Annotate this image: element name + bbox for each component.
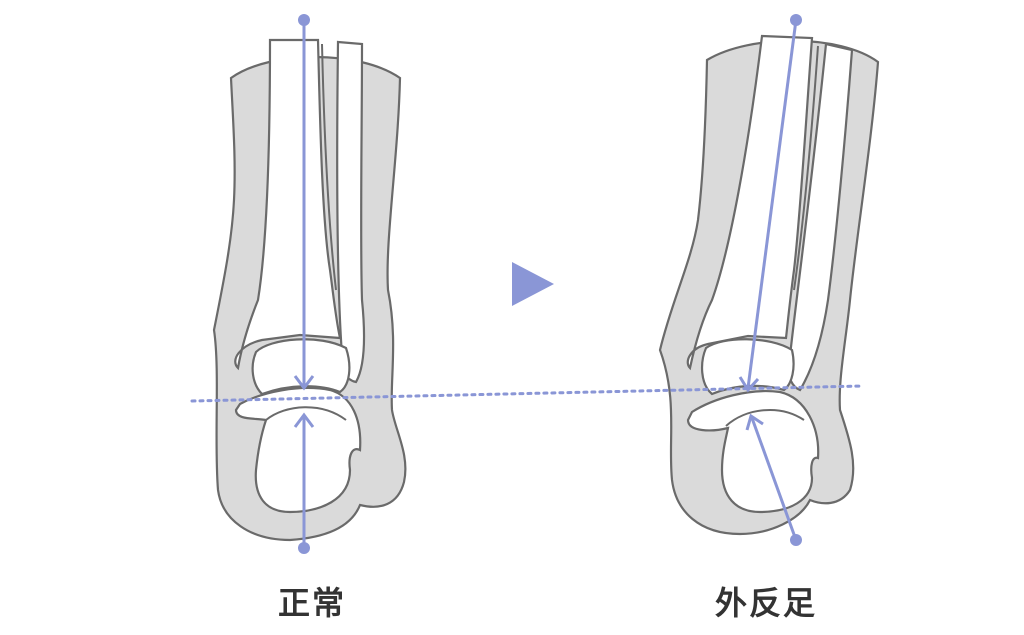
valgus-heel-axis-dot [790, 534, 802, 546]
valgus-tibia-axis-dot [790, 14, 802, 26]
right-triangle-arrow-icon [512, 262, 554, 306]
normal-tibia-axis-dot [298, 14, 310, 26]
valgus-tibia-axis-line [746, 19, 798, 389]
normal-label: 正常 [277, 584, 346, 622]
valgus-label: 外反足 [714, 584, 817, 622]
valgus-calcaneus [686, 390, 820, 514]
valgus-tibia-axis-arrowhead [738, 376, 760, 393]
normal-heel-axis-arrowhead [293, 412, 315, 428]
valgus-talus [700, 338, 795, 396]
normal-axis [293, 14, 315, 554]
valgus-axis [738, 14, 802, 546]
valgus-heel-axis-arrowhead [745, 413, 764, 431]
normal-fibula [336, 40, 366, 384]
normal-tibia-axis-arrowhead [293, 375, 315, 391]
valgus-ankle-illustration [658, 34, 880, 536]
joint-level-dotted-line [190, 384, 864, 403]
normal-calcaneus-ridge [265, 406, 347, 421]
normal-bone-line [321, 43, 337, 291]
valgus-fibula [787, 42, 854, 392]
valgus-bone-line [793, 45, 819, 291]
normal-heel-axis-dot [298, 542, 310, 554]
valgus-calcaneus-ridge [725, 409, 805, 427]
normal-talus [251, 338, 351, 396]
valgus-heel-axis-line [750, 417, 798, 541]
normal-tibia [234, 38, 342, 371]
normal-ankle-illustration [212, 38, 407, 542]
valgus-tibia [686, 34, 814, 371]
